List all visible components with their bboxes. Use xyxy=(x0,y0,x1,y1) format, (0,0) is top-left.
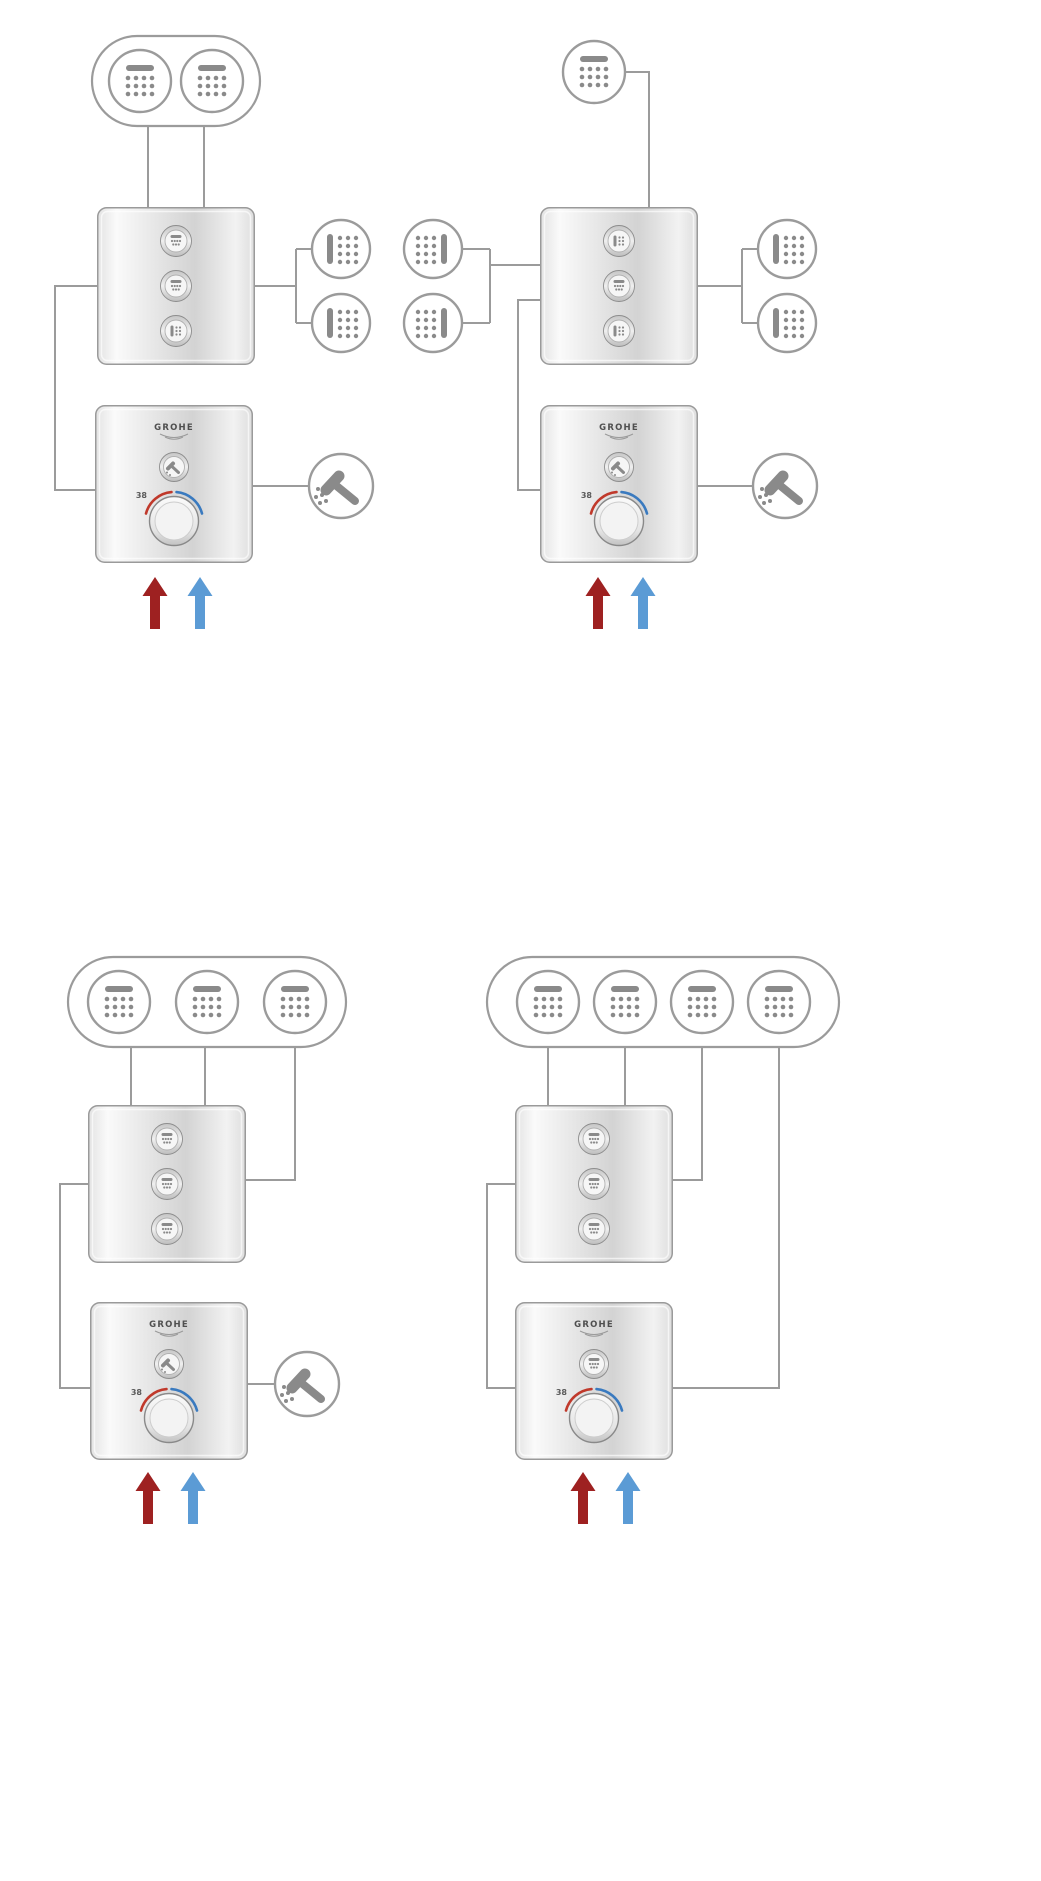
thermostat-unit: GROHE 38 xyxy=(514,1301,674,1461)
head-shower-icon xyxy=(107,48,173,114)
head-shower-group-outline xyxy=(485,955,841,1049)
head-shower-icon xyxy=(592,969,658,1035)
thermostat-unit: GROHE 38 xyxy=(539,404,699,564)
head-shower-icon xyxy=(669,969,735,1035)
cold-water-supply-arrow xyxy=(187,577,213,629)
configuration-bottom-left: GROHE 38 xyxy=(59,955,348,1524)
configuration-top-left: GROHE 38 xyxy=(54,34,373,629)
grohe-logo: GROHE xyxy=(599,423,639,433)
grohe-logo: GROHE xyxy=(149,1320,189,1330)
cold-water-supply-arrow xyxy=(180,1472,206,1524)
configuration-top-right: GROHE 38 xyxy=(402,39,818,629)
valve-button-side-shower-icon xyxy=(613,235,625,247)
connector-lines xyxy=(54,126,312,491)
valve-body xyxy=(540,207,698,365)
hot-water-supply-arrow xyxy=(142,577,168,629)
smart-valve-unit xyxy=(88,1105,246,1263)
hot-water-supply-arrow xyxy=(585,577,611,629)
configuration-bottom-right: GROHE 38 xyxy=(485,955,841,1524)
thermostat-unit: GROHE 38 xyxy=(89,1301,249,1461)
head-shower-icon xyxy=(86,969,152,1035)
hand-shower-icon xyxy=(275,1352,339,1416)
hot-water-supply-arrow xyxy=(135,1472,161,1524)
hot-water-supply-arrow xyxy=(570,1472,596,1524)
head-shower-icon xyxy=(561,39,627,105)
temperature-label: 38 xyxy=(581,491,593,500)
temperature-label: 38 xyxy=(131,1388,143,1397)
smart-valve-unit xyxy=(515,1105,673,1263)
connector-lines xyxy=(462,71,758,491)
side-shower-icon xyxy=(310,218,372,280)
connector-lines xyxy=(486,1047,780,1389)
side-shower-icon xyxy=(310,292,372,354)
smart-valve-unit xyxy=(540,207,698,365)
grohe-logo: GROHE xyxy=(154,423,194,433)
cold-water-supply-arrow xyxy=(630,577,656,629)
smart-valve-unit xyxy=(97,207,255,365)
temperature-label: 38 xyxy=(556,1388,568,1397)
valve-body xyxy=(88,1105,246,1263)
valve-body xyxy=(97,207,255,365)
grohe-logo: GROHE xyxy=(574,1320,614,1330)
valve-button-side-shower-icon xyxy=(170,325,182,337)
head-shower-icon xyxy=(515,969,581,1035)
side-shower-icon xyxy=(402,218,464,280)
head-shower-icon xyxy=(746,969,812,1035)
hand-shower-icon xyxy=(309,454,373,518)
head-shower-icon xyxy=(262,969,328,1035)
side-shower-icon xyxy=(756,218,818,280)
head-shower-icon xyxy=(179,48,245,114)
valve-button-side-shower-icon xyxy=(613,325,625,337)
thermostat-unit: GROHE 38 xyxy=(94,404,254,564)
side-shower-icon xyxy=(756,292,818,354)
side-shower-icon xyxy=(402,292,464,354)
head-shower-icon xyxy=(174,969,240,1035)
hand-shower-icon xyxy=(753,454,817,518)
valve-body xyxy=(515,1105,673,1263)
cold-water-supply-arrow xyxy=(615,1472,641,1524)
temperature-label: 38 xyxy=(136,491,148,500)
connector-lines xyxy=(59,1047,296,1389)
